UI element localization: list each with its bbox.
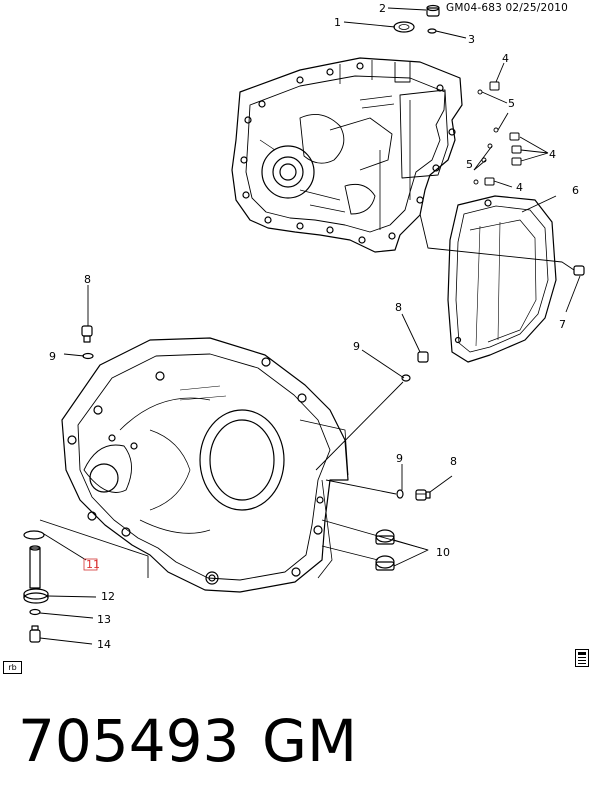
callout-8: 8 (84, 273, 91, 286)
diagram-reference-date: GM04-683 02/25/2010 (446, 2, 569, 14)
callout-12: 12 (101, 590, 115, 603)
callout-9: 9 (49, 350, 56, 363)
brand-name: GM (262, 707, 357, 775)
callout-6: 6 (572, 184, 579, 197)
callout-9: 9 (353, 340, 360, 353)
leader-lines (39, 7, 581, 645)
callout-2: 2 (379, 2, 386, 15)
callout-4: 4 (549, 148, 556, 161)
fill-tube-part-12 (23, 545, 49, 604)
callout-14: 14 (97, 638, 111, 651)
plug-part-2 (426, 4, 440, 17)
corner-tag: rb (3, 661, 22, 674)
callout-5: 5 (466, 158, 473, 171)
transmission-case-assembly (231, 57, 463, 253)
callout-3: 3 (468, 33, 475, 46)
converter-housing (61, 337, 349, 593)
washer-part-13 (29, 608, 41, 616)
callout-5: 5 (508, 97, 515, 110)
callout-1: 1 (334, 16, 341, 29)
callout-11: 11 (86, 558, 100, 571)
callout-8: 8 (450, 455, 457, 468)
seal-part-1 (393, 21, 415, 33)
washer-part-9 (82, 352, 411, 499)
callout-9: 9 (396, 452, 403, 465)
callout-4: 4 (502, 52, 509, 65)
side-cover-pan (447, 195, 557, 363)
callout-13: 13 (97, 613, 111, 626)
o-ring-part-11 (23, 530, 45, 540)
document-icon (575, 649, 589, 667)
drain-plug-part-7 (573, 265, 585, 276)
part-number: 705493 (18, 707, 240, 775)
bolt-part-4 (484, 81, 522, 186)
callout-10: 10 (436, 546, 450, 559)
bolt-part-8 (81, 325, 431, 501)
dowel-part-5 (473, 89, 499, 185)
washer-part-3 (427, 28, 437, 34)
callout-8: 8 (395, 301, 402, 314)
callout-4: 4 (516, 181, 523, 194)
callout-7: 7 (559, 318, 566, 331)
plug-part-14 (29, 625, 41, 643)
